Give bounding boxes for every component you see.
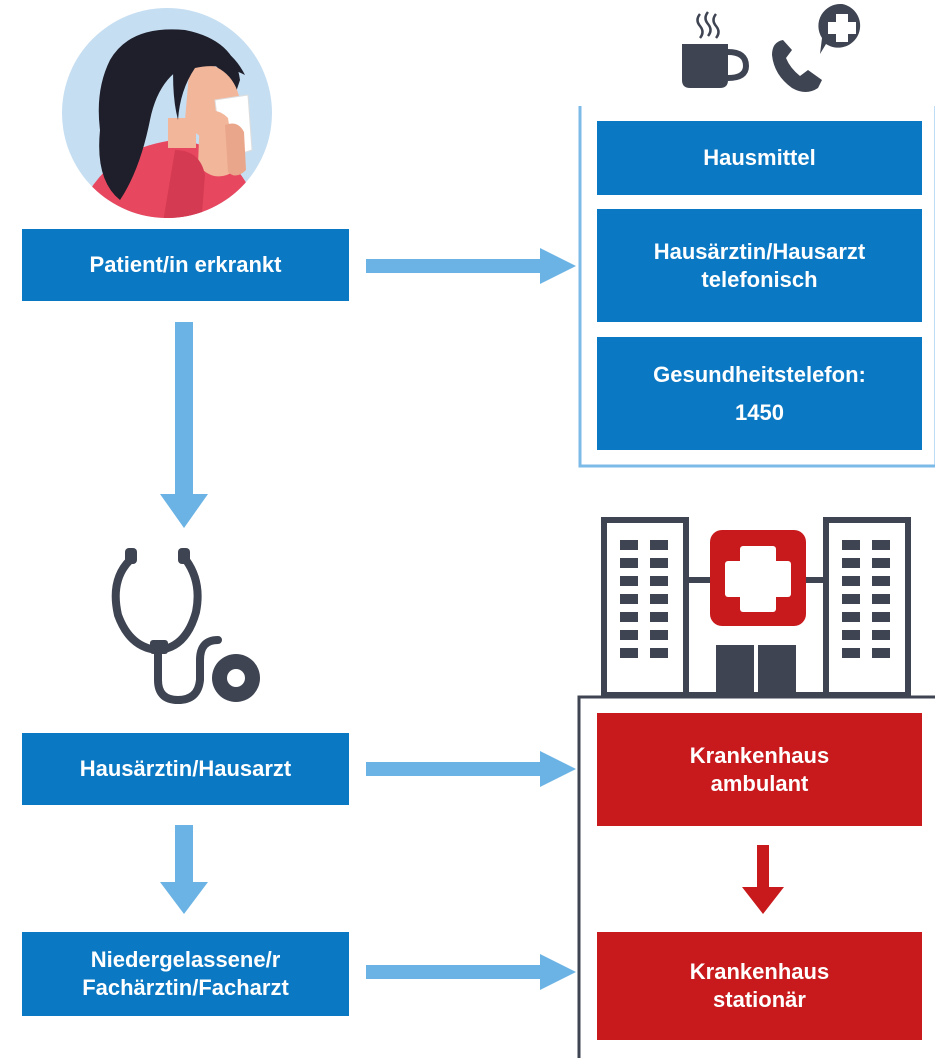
arrow-specialist-to-hospital — [366, 954, 576, 990]
home-remedies-label: Hausmittel — [703, 145, 816, 170]
top-right-frame — [578, 106, 935, 468]
gp-phone-label: Hausärztin/Hausarzt telefonisch — [653, 238, 866, 292]
hospital-inpatient-label: Krankenhaus stationär — [689, 959, 830, 1012]
hospital-outpatient-label: Krankenhaus ambulant — [689, 742, 830, 796]
bottom-right-frame — [577, 695, 935, 1058]
hot-drink-icon — [682, 11, 750, 88]
arrow-outpatient-to-inpatient — [742, 845, 784, 914]
patient-ill-label: Patient/in erkrankt — [89, 252, 282, 277]
arrow-patient-to-gp — [160, 322, 208, 528]
hospital-inpatient-box: Krankenhaus stationär — [597, 932, 922, 1040]
arrow-patient-to-home-care — [366, 248, 576, 284]
gp-box: Hausärztin/Hausarzt — [22, 733, 349, 805]
patient-sneezing-icon — [62, 8, 272, 218]
stethoscope-icon — [111, 548, 260, 705]
gp-phone-box: Hausärztin/Hausarzt telefonisch — [597, 209, 922, 322]
arrow-gp-to-hospital — [366, 751, 576, 787]
hospital-outpatient-box: Krankenhaus ambulant — [597, 713, 922, 826]
hospital-building-icon — [601, 517, 911, 698]
arrow-gp-to-specialist — [160, 825, 208, 914]
patient-ill-box: Patient/in erkrankt — [22, 229, 349, 301]
health-line-box: Gesundheitstelefon: 1450 — [597, 337, 922, 450]
health-line-label: Gesundheitstelefon: 1450 — [653, 361, 866, 425]
gp-label: Hausärztin/Hausarzt — [79, 756, 292, 781]
specialist-box: Niedergelassene/r Fachärztin/Facharzt — [22, 932, 349, 1016]
specialist-label: Niedergelassene/r Fachärztin/Facharzt — [82, 947, 289, 1000]
home-remedies-box: Hausmittel — [597, 121, 922, 195]
medical-phone-icon — [772, 3, 861, 92]
